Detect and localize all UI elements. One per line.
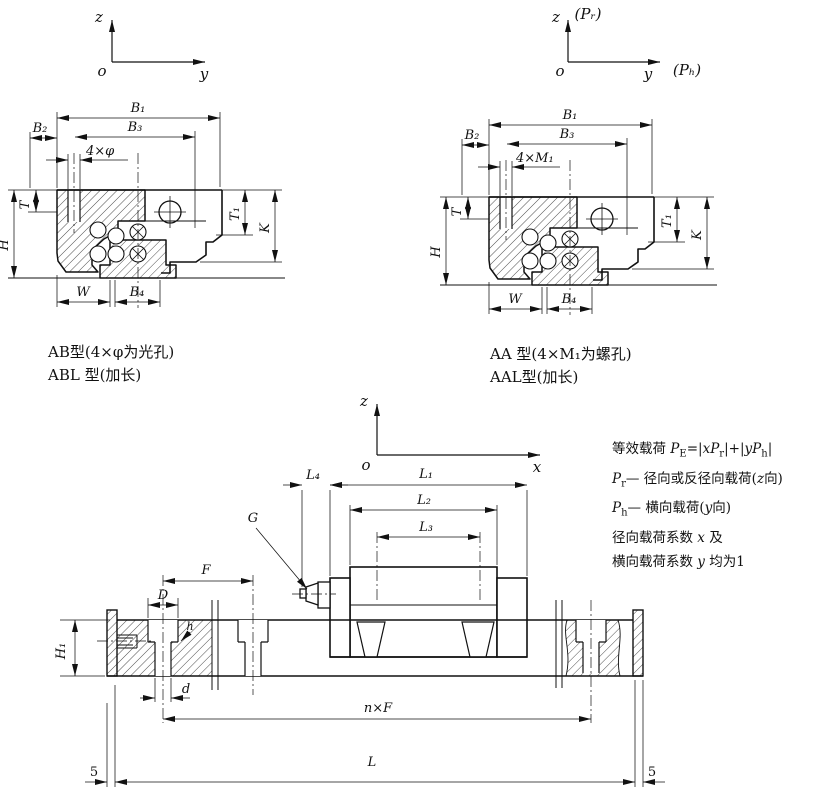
section-view-aa: B₁ B₂ B₃ 4×M₁ T H T₁ K W B₄ [429, 108, 717, 315]
dim-t-label: T [18, 199, 33, 209]
dim-k-label: K [258, 222, 273, 234]
note-equivalent-load: 等效载荷 PE=|xPr|+|yPh| [612, 441, 773, 460]
load-notes: 等效载荷 PE=|xPr|+|yPh| Pr— 径向或反径向载荷(z向) Ph—… [612, 437, 823, 574]
dim-b2-label: B₂ [464, 128, 480, 143]
note-lateral-load: Ph— 横向载荷(y向) [612, 500, 732, 520]
dim-hole-label: 4×φ [85, 144, 115, 159]
axis-ph-label: (Pₕ) [673, 61, 701, 79]
dim-b3-label: B₃ [559, 127, 575, 142]
ab-caption-line1: AB型(4×φ为光孔) [48, 343, 175, 361]
dim-hole-label: 4×M₁ [515, 151, 554, 166]
axis-origin-label: o [555, 62, 564, 80]
dim-b4-label: B₄ [561, 292, 577, 307]
carriage-side [329, 566, 528, 658]
axis-top-right: z (Pᵣ) o y (Pₕ) [551, 5, 701, 83]
dim-t1-label: T₁ [228, 207, 243, 221]
axis-z-label: z [94, 8, 103, 26]
rail-end-plate-right [632, 609, 644, 677]
dim-h-label: H [429, 246, 444, 259]
axis-origin-label: o [361, 456, 370, 474]
dim-t-label: T [450, 206, 465, 216]
dim-h-label: H [0, 239, 12, 252]
side-view-dimensions [60, 482, 665, 787]
axis-origin-label: o [97, 62, 106, 80]
dim-t1-label: T₁ [660, 214, 675, 228]
dim-b1-label: B₁ [130, 101, 146, 116]
dim-l-label: L [367, 755, 377, 770]
aa-caption: AA 型(4×M₁为螺孔) AAL型(加长) [490, 343, 632, 389]
grease-nipple [292, 581, 336, 609]
side-view: L₄ L₁ L₂ L₃ G F D h H₁ d n×F L 5 5 [54, 467, 665, 787]
dim-l2-label: L₂ [416, 493, 431, 508]
aa-caption-line2: AAL型(加长) [490, 368, 579, 386]
dim-l4-label: L₄ [305, 468, 320, 483]
ab-caption: AB型(4×φ为光孔) ABL 型(加长) [48, 341, 174, 387]
axis-x-label: x [533, 458, 542, 476]
dim-b4-label: B₄ [129, 285, 145, 300]
dim-h-depth-label: h [186, 620, 193, 633]
axis-y-label: y [643, 65, 653, 83]
dim-k-label: K [690, 229, 705, 241]
dim-w-label: W [76, 285, 91, 300]
dim-h1-label: H₁ [54, 643, 69, 661]
axis-z-label: z [551, 8, 560, 26]
dim-end-right-label: 5 [648, 765, 656, 780]
dim-g-label: G [248, 511, 258, 526]
axis-top-left: z o y [94, 8, 209, 83]
dim-w-label: W [508, 292, 523, 307]
note-radial-load: Pr— 径向或反径向载荷(z向) [612, 470, 783, 490]
dim-end-left-label: 5 [90, 765, 98, 780]
dim-l1-label: L₁ [418, 467, 433, 482]
dim-b1-label: B₁ [562, 108, 578, 123]
dim-nf-label: n×F [364, 701, 393, 716]
axis-pr-label: (Pᵣ) [574, 5, 601, 23]
note-lateral-factor: 横向载荷系数 y 均为1 [612, 554, 745, 571]
section-view-ab: B₁ B₂ B₃ 4×φ T H T₁ K W B₄ [0, 101, 285, 308]
dim-d-small-label: d [182, 682, 190, 697]
aa-caption-line1: AA 型(4×M₁为螺孔) [490, 345, 632, 363]
axis-z-label: z [359, 392, 368, 410]
axis-y-label: y [199, 65, 209, 83]
dim-b3-label: B₃ [127, 120, 143, 135]
dim-d-big-label: D [157, 588, 169, 603]
dim-l3-label: L₃ [418, 520, 433, 535]
end-side-hole [97, 634, 152, 649]
dim-b2-label: B₂ [32, 121, 48, 136]
note-radial-factor: 径向载荷系数 x 及 [612, 530, 723, 547]
ab-caption-line2: ABL 型(加长) [48, 366, 142, 384]
dim-f-label: F [200, 563, 211, 578]
axis-bottom: z o x [359, 392, 542, 476]
